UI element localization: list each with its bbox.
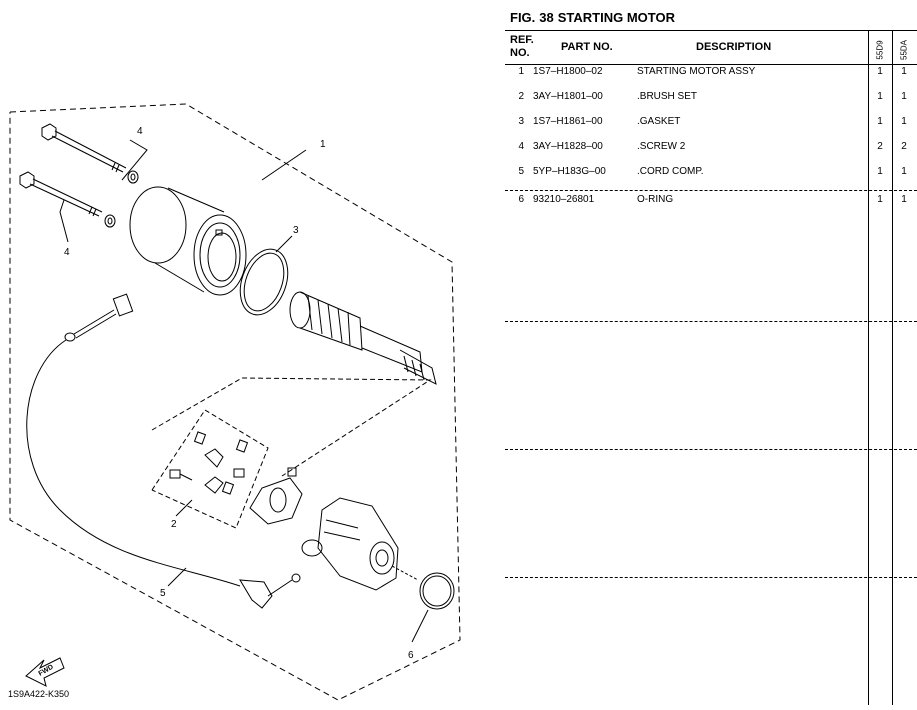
callout-4a: 4 — [137, 126, 143, 137]
header-part-no: PART NO. — [561, 41, 613, 53]
figure-number: 38 — [539, 10, 554, 25]
cord — [26, 293, 301, 609]
header-model-b: 55DA — [899, 39, 909, 61]
figure-label: FIG. — [510, 10, 536, 25]
brush-set — [169, 431, 249, 495]
section-divider — [505, 190, 917, 191]
callout-2: 2 — [171, 519, 177, 530]
brush-plate — [249, 467, 303, 525]
header-description: DESCRIPTION — [696, 41, 772, 53]
motor-yoke — [129, 186, 247, 296]
starting-motor-illustration: 1 2 3 4 4 5 6 FWD — [9, 103, 461, 701]
callout-4b: 4 — [64, 247, 70, 258]
bolt-lower — [19, 171, 116, 228]
section-divider — [505, 577, 917, 578]
armature — [289, 291, 437, 385]
header-bottom-rule — [505, 64, 917, 65]
section-divider — [505, 321, 917, 322]
section-divider — [505, 449, 917, 450]
gasket — [239, 248, 289, 316]
callout-6: 6 — [408, 650, 414, 661]
o-ring — [419, 572, 455, 610]
callout-3: 3 — [293, 225, 299, 236]
callout-5: 5 — [160, 588, 166, 599]
column-divider-2 — [892, 30, 893, 705]
end-cover — [301, 497, 419, 591]
figure-name: STARTING MOTOR — [557, 10, 675, 25]
callout-1: 1 — [320, 139, 326, 150]
column-divider-1 — [868, 30, 869, 705]
header-ref-no: REF. NO. — [510, 34, 534, 59]
header-model-a: 55D9 — [875, 40, 885, 60]
header-top-rule — [505, 30, 917, 31]
bolt-upper — [41, 123, 139, 184]
diagram-code: 1S9A422-K350 — [8, 689, 70, 699]
fwd-arrow-icon — [25, 657, 65, 687]
exploded-diagram: 1 2 3 4 4 5 6 FWD 1S9A422-K350 — [8, 103, 461, 701]
